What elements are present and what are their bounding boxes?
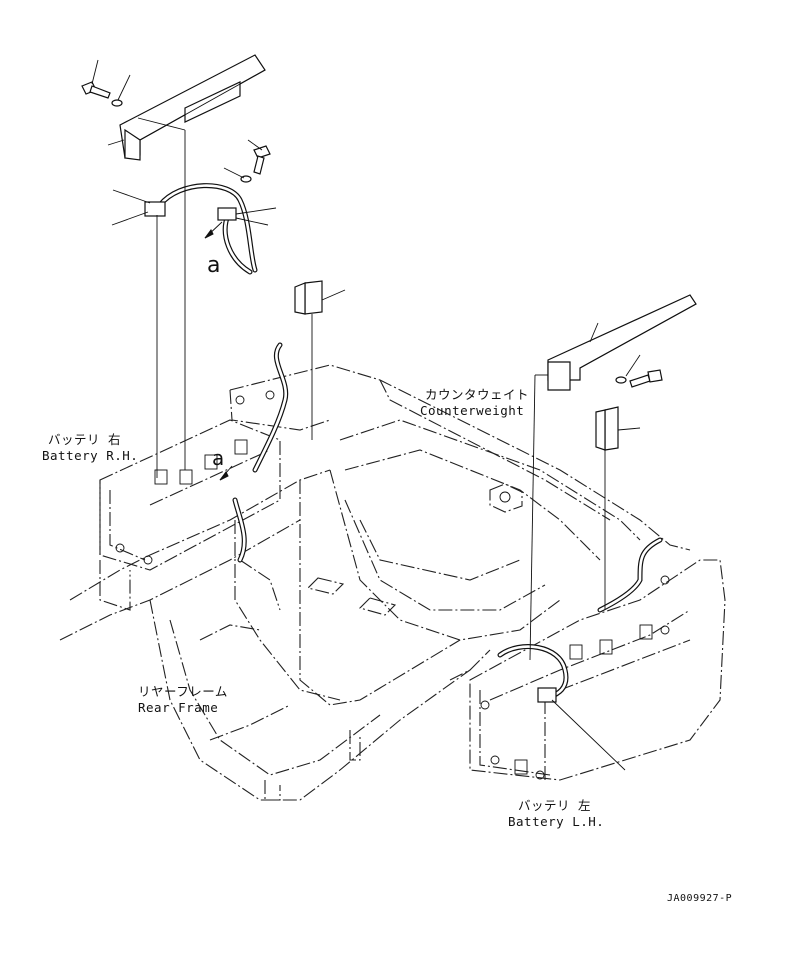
bolt-middle (240, 145, 271, 183)
cover-upper-left (119, 54, 266, 161)
drawing-code: JA009927-P (667, 893, 733, 904)
ref-arrow-top (204, 221, 223, 239)
label-battery-lh-en: Battery L.H. (508, 814, 605, 829)
terminal-cap-right (595, 406, 619, 451)
rear-frame (59, 419, 641, 801)
bolt-right (615, 369, 663, 388)
battery-lh-box (469, 559, 726, 781)
counterweight (229, 364, 691, 551)
label-rear-frame-jp: リヤーフレーム (138, 684, 228, 699)
bolt-upper-left (81, 81, 123, 107)
label-counterweight-jp: カウンタウェイト (425, 387, 530, 402)
label-counterweight-en: Counterweight (420, 403, 525, 418)
harness-rh-battery (232, 342, 289, 563)
ref-arrow-frame (219, 465, 233, 481)
guide-lines (137, 117, 606, 661)
label-battery-lh-jp: バッテリ 左 (518, 798, 592, 813)
harness-lh-battery (497, 537, 663, 703)
label-battery-rh-jp: バッテリ 右 (48, 432, 122, 447)
battery-rh-box (99, 390, 281, 571)
label-rear-frame-en: Rear Frame (138, 700, 219, 715)
cover-right (547, 294, 697, 391)
reference-letter-a-frame: a (212, 446, 225, 470)
terminal-cap-upper (294, 280, 323, 315)
label-battery-rh-en: Battery R.H. (42, 448, 139, 463)
reference-letter-a-top: a (207, 253, 221, 278)
harness-upper (144, 183, 258, 275)
leader-lines (91, 59, 641, 771)
